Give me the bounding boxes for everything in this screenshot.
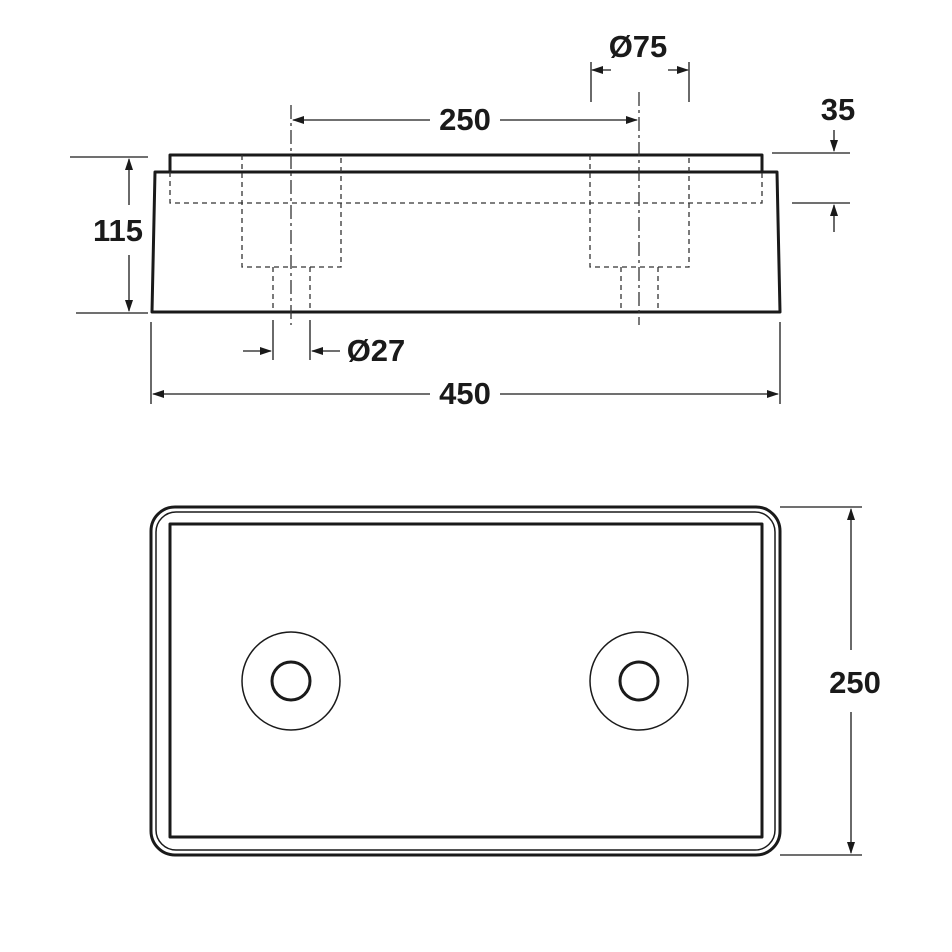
flange-label: 35 xyxy=(821,92,855,127)
center-lines xyxy=(290,92,640,325)
hole-dia-label: Ø75 xyxy=(609,29,668,64)
top-view xyxy=(149,505,782,857)
bolt-dia-label: Ø27 xyxy=(347,333,406,368)
dimension-flange: 35 xyxy=(772,92,855,232)
hole-spacing-label: 250 xyxy=(439,102,491,137)
flange-outline xyxy=(168,153,764,172)
length-label: 450 xyxy=(439,376,491,411)
body-outline xyxy=(150,170,782,314)
side-view xyxy=(150,92,782,325)
base-outline xyxy=(149,505,782,857)
left-bolt-hole xyxy=(241,631,341,731)
dimension-height: 115 xyxy=(70,156,148,314)
width-label: 250 xyxy=(829,665,881,700)
dimension-width: 250 xyxy=(780,506,881,856)
flange-face xyxy=(168,522,764,839)
dimension-hole-spacing: 250 xyxy=(292,102,638,137)
hidden-lines xyxy=(169,155,763,312)
dimension-hole-dia: Ø75 xyxy=(590,29,690,102)
right-bolt-hole xyxy=(589,631,689,731)
dimension-bolt-dia: Ø27 xyxy=(243,320,405,368)
base-inner-edge xyxy=(155,511,776,851)
dimension-length: 450 xyxy=(150,322,781,411)
height-label: 115 xyxy=(93,213,143,248)
